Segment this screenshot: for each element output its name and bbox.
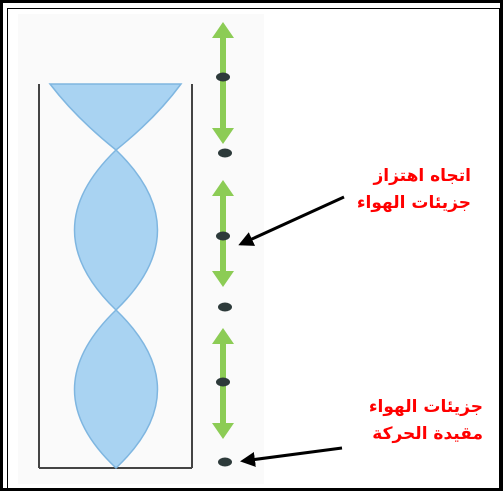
standing-wave-envelope [48, 83, 183, 470]
dot-icon [216, 72, 230, 82]
figure-inner-border [7, 8, 500, 491]
dot-icon [218, 148, 232, 158]
wave-antinode-open-end [48, 83, 183, 151]
label-vibration-direction-line2: جزيئات الهواء [356, 193, 471, 213]
label-vibration-direction-line1: اتجاه اهتزاز [373, 166, 471, 186]
label-vibration-direction: اتجاه اهتزاز جزيئات الهواء [357, 163, 471, 217]
vibration-arrows [212, 22, 234, 439]
dot-icon [218, 457, 232, 467]
label-fixed-air-molecules: جزيئات الهواء مقيدة الحركة [369, 394, 483, 448]
arrow-left-icon [240, 446, 343, 467]
dot-icon [218, 302, 232, 312]
dot-icon [216, 377, 230, 387]
label-fixed-air-molecules-line2: مقيدة الحركة [372, 424, 483, 444]
wave-loop-lower [73, 308, 159, 470]
arrow-left-icon [238, 195, 345, 246]
air-molecules [216, 72, 232, 467]
wave-loop-upper [73, 148, 159, 312]
dot-icon [216, 231, 230, 241]
double-headed-vertical-arrow-icon [212, 22, 234, 144]
label-fixed-air-molecules-line1: جزيئات الهواء [368, 397, 483, 417]
